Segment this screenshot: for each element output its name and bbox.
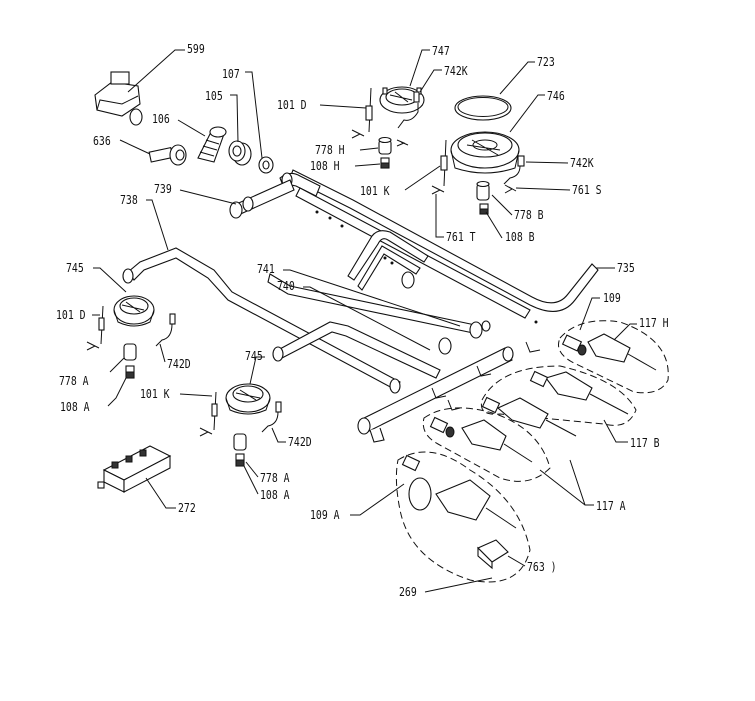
callout-105: 105: [205, 89, 223, 103]
elbow-fitting-106: [197, 126, 227, 163]
pipe-741: [267, 273, 491, 339]
callout-745-left: 745: [66, 261, 84, 275]
callout-741: 741: [257, 262, 275, 276]
jet-778h: [378, 136, 392, 155]
callout-labels: 599 747 742K 723 746 107 105 101 D 106 6…: [56, 42, 669, 599]
callout-101d-top: 101 D: [277, 98, 307, 112]
callout-106: 106: [152, 112, 170, 126]
valve-group-109a: [395, 451, 531, 583]
electrode-101k-center: [199, 391, 218, 437]
jet-778a-center: [233, 433, 247, 451]
callout-117b: 117 B: [630, 436, 660, 450]
callout-599: 599: [187, 42, 205, 56]
callout-742d-center: 742D: [288, 435, 312, 449]
valve-group-117a: [422, 407, 551, 482]
callout-739: 739: [154, 182, 172, 196]
burner-745-left: [113, 295, 155, 327]
pipe-738: [122, 247, 401, 394]
callout-746: 746: [547, 89, 565, 103]
callout-761s: 761 S: [572, 183, 602, 197]
callout-778a-left: 778 A: [59, 374, 89, 388]
callout-108h: 108 H: [310, 159, 340, 173]
electrode-101k-mid: [431, 139, 448, 195]
callout-740: 740: [277, 279, 295, 293]
washer-107: [258, 156, 274, 174]
burner-747: [379, 86, 425, 114]
regulator-599: [94, 71, 143, 126]
jet-778a-left: [123, 343, 137, 361]
callout-742d-left: 742D: [167, 357, 191, 371]
callout-636: 636: [93, 134, 111, 148]
jet-108h: [380, 157, 390, 169]
wire-742d-center: [261, 401, 282, 433]
jet-108b: [479, 203, 489, 215]
wire-742d-left: [155, 313, 176, 347]
callout-763: 763 ): [527, 560, 557, 574]
callout-742k-right: 742K: [570, 156, 594, 170]
gas-manifold-735: [279, 169, 599, 443]
ring-723: [454, 95, 512, 121]
callout-747: 747: [432, 44, 450, 58]
callout-101k-top: 101 K: [360, 184, 390, 198]
callout-742k-top: 742K: [444, 64, 468, 78]
callout-745-center: 745: [245, 349, 263, 363]
spark-generator-272: [97, 445, 172, 493]
callout-778h: 778 H: [315, 143, 345, 157]
fitting-636: [148, 144, 187, 166]
wire-742k-top: [396, 91, 420, 147]
callout-117h: 117 H: [639, 316, 669, 330]
burner-745-center: [225, 383, 271, 415]
callout-272: 272: [178, 501, 196, 515]
callout-109: 109: [603, 291, 621, 305]
burner-base-746: [450, 131, 520, 174]
jet-108a-left: [125, 365, 135, 379]
pipe-740: [272, 321, 452, 379]
callout-761t: 761 T: [446, 230, 476, 244]
callout-269: 269: [399, 585, 417, 599]
callout-108b: 108 B: [505, 230, 535, 244]
callout-778a-center: 778 A: [260, 471, 290, 485]
jet-108a-center: [235, 453, 245, 467]
callout-117a: 117 A: [596, 499, 626, 513]
callout-108a-center: 108 A: [260, 488, 290, 502]
leader-lines: [92, 49, 637, 593]
callout-778b: 778 B: [514, 208, 544, 222]
callout-735: 735: [617, 261, 635, 275]
pipe-739: [229, 179, 295, 219]
valve-group-117b: [480, 365, 637, 437]
jet-778b: [476, 180, 490, 201]
callout-101k-center: 101 K: [140, 387, 170, 401]
callout-108a-left: 108 A: [60, 400, 90, 414]
valve-group-117h: [558, 320, 669, 394]
callout-109a: 109 A: [310, 508, 340, 522]
electrode-101d-left: [86, 305, 105, 351]
nut-105: [228, 140, 252, 166]
wire-742k-right: [503, 155, 525, 185]
callout-738: 738: [120, 193, 138, 207]
callout-723: 723: [537, 55, 555, 69]
callout-107: 107: [222, 67, 240, 81]
clip-761s: [504, 184, 517, 194]
callout-101d-left: 101 D: [56, 308, 86, 322]
electrode-101d-top: [351, 87, 373, 139]
